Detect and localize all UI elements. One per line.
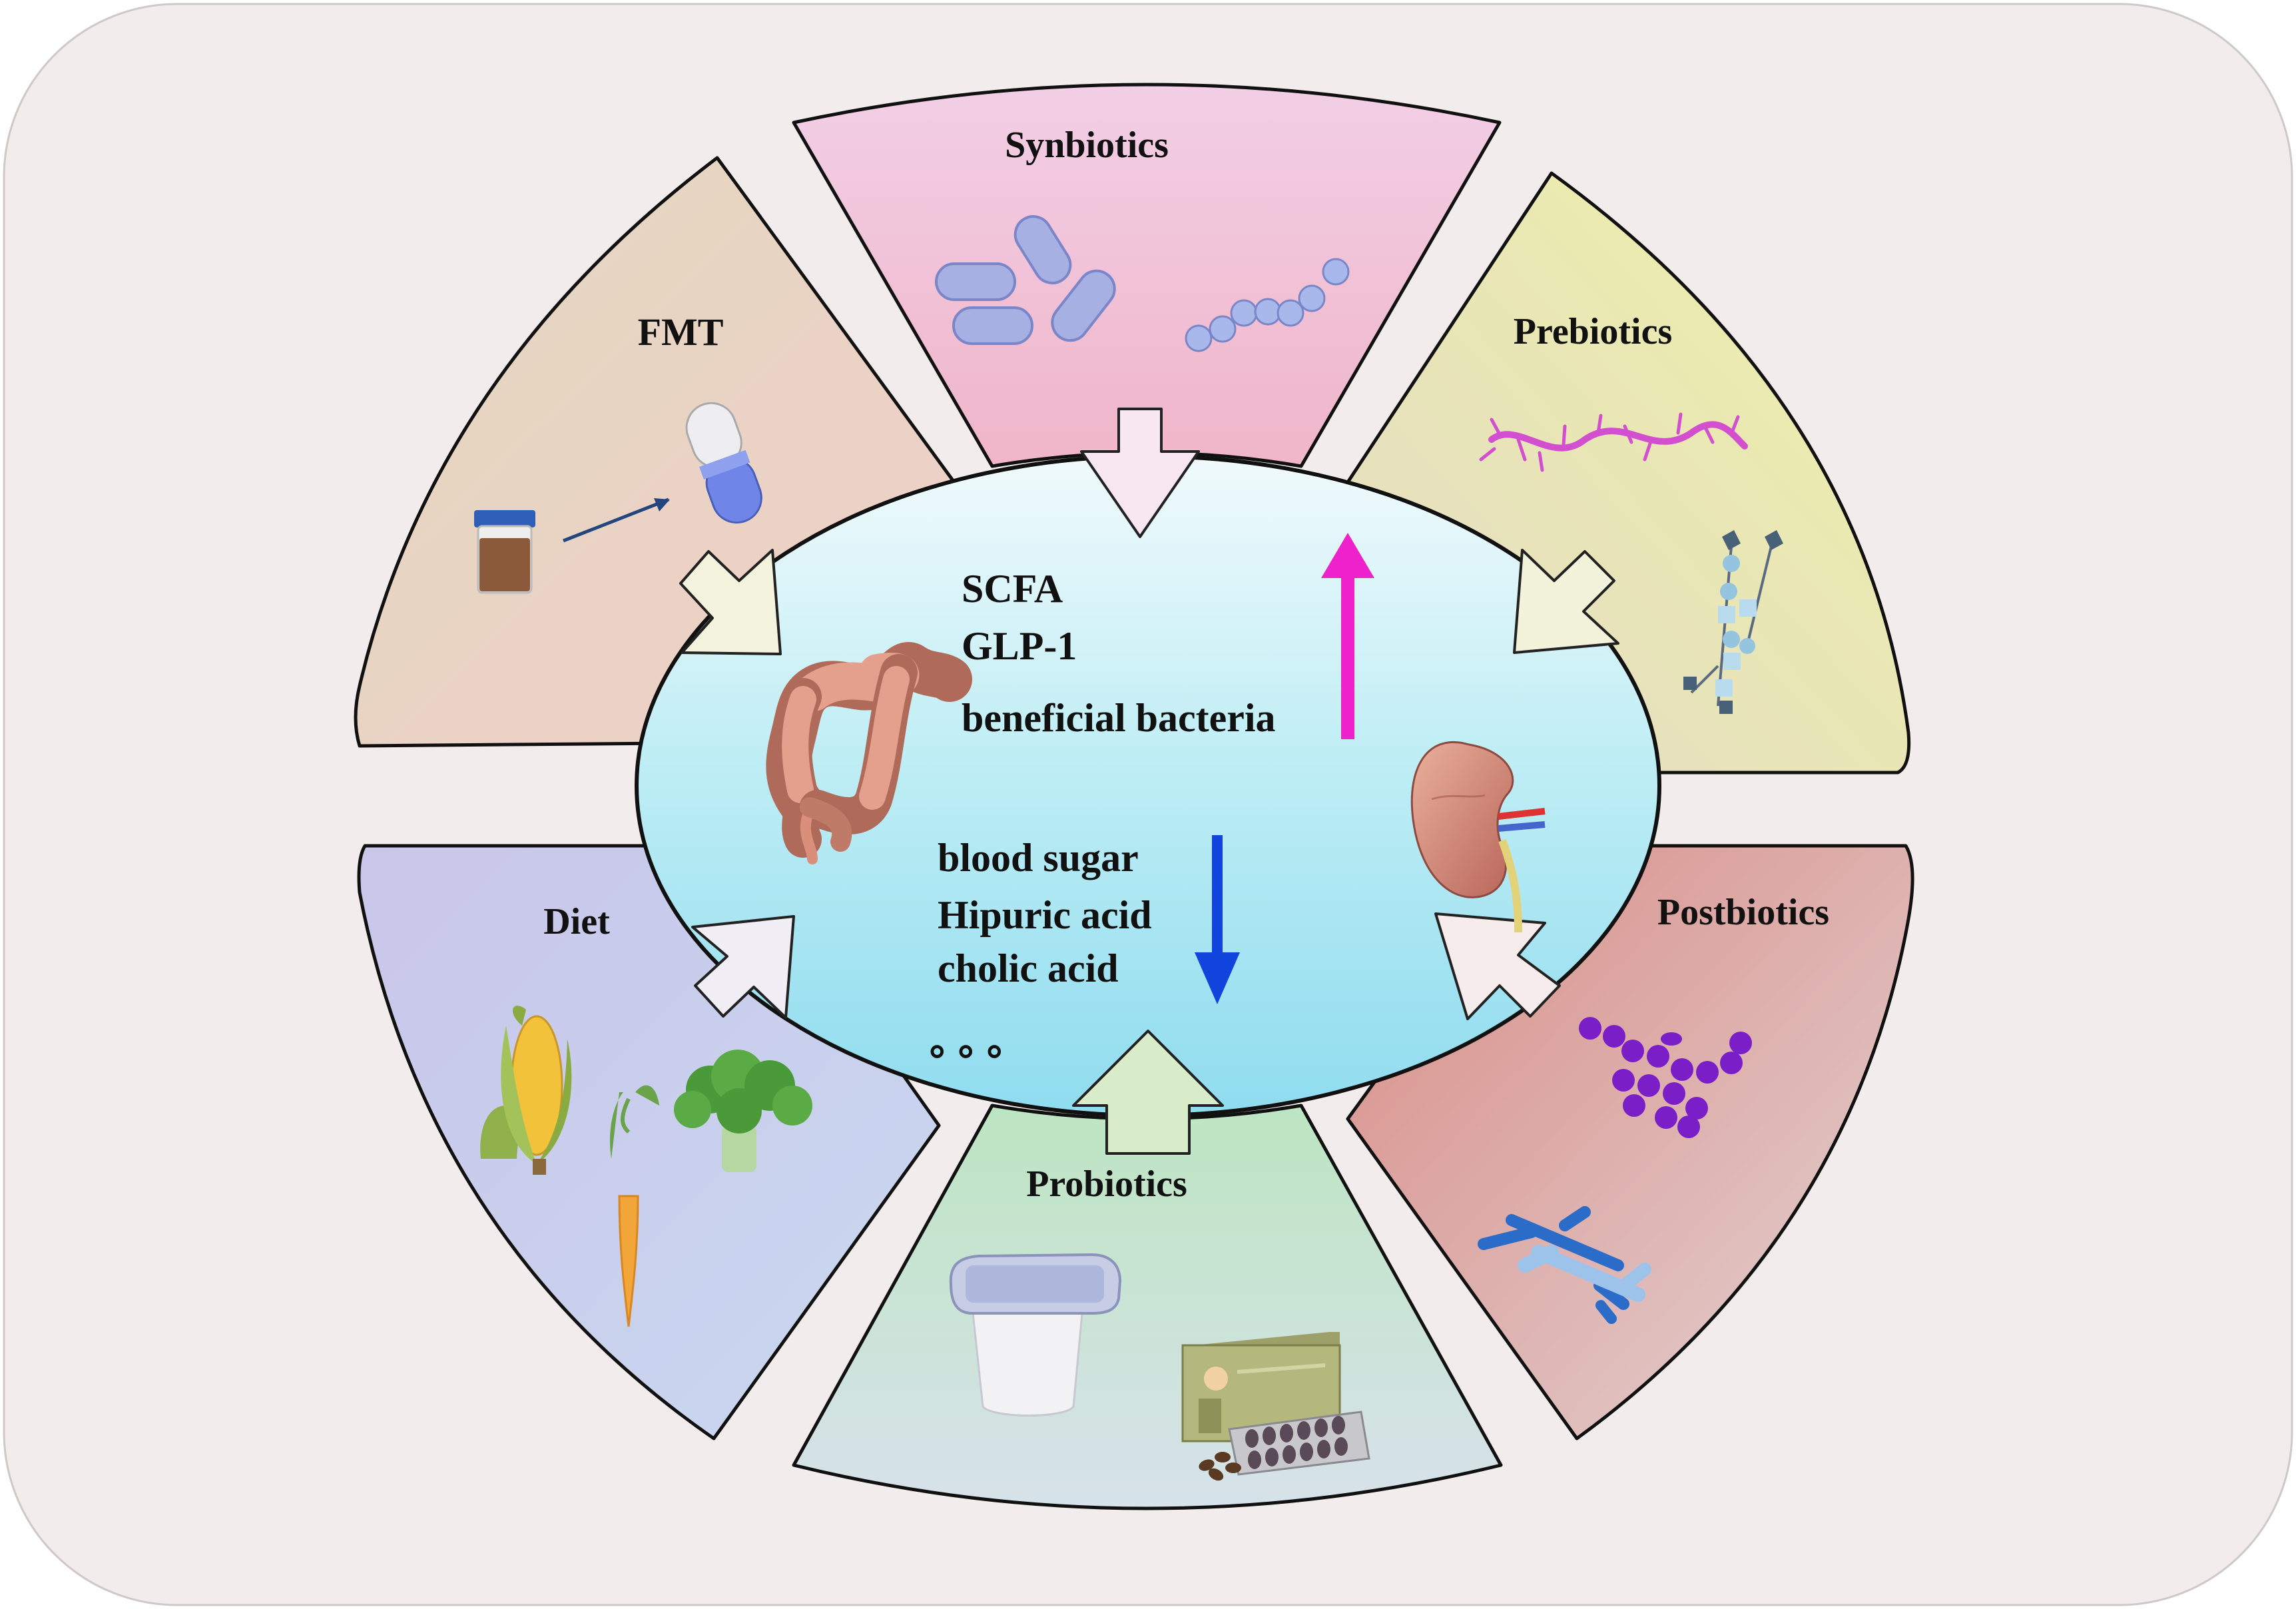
arrow-prebiotics-in (1513, 549, 1619, 654)
colon-icon (766, 642, 972, 864)
kidney-icon (1410, 741, 1546, 933)
ellipsis-mark: 。。。 (930, 1020, 1035, 1064)
label-diet: Diet (543, 901, 610, 942)
loose-pills-icon (1199, 1452, 1241, 1481)
stool-jar-icon (474, 510, 535, 594)
decreased-item: cholic acid (938, 946, 1119, 990)
supplement-box-icon (1181, 1332, 1341, 1443)
capsule-icon (685, 402, 762, 524)
yogurt-cup-icon (949, 1253, 1122, 1417)
decreased-item: blood sugar (938, 836, 1139, 880)
increased-item: SCFA (962, 567, 1063, 611)
glycan-tree-icon (1683, 530, 1783, 714)
postbiotic-particles-icon (1579, 1017, 1752, 1138)
decrease-arrow (1195, 835, 1240, 1004)
decreased-item: Hipuric acid (938, 893, 1152, 937)
increased-item: beneficial bacteria (962, 696, 1276, 740)
transfer-arrow-icon (563, 497, 670, 543)
label-prebiotics: Prebiotics (1514, 311, 1672, 352)
pill-blister-icon (1228, 1411, 1370, 1476)
arrow-postbiotics-in (1434, 912, 1561, 1020)
rod-bacteria-icon (935, 215, 1116, 345)
carrot-icon (610, 1085, 659, 1327)
increase-arrow (1321, 533, 1374, 739)
arrow-fmt-in (679, 549, 782, 655)
cocci-chain-icon (1185, 258, 1350, 352)
corn-icon (480, 1006, 572, 1175)
polysaccharide-chain-icon (1479, 412, 1748, 472)
increased-item: GLP-1 (962, 624, 1077, 668)
molecule-structure-icon (1478, 1206, 1651, 1324)
increased-list: SCFA GLP-1 beneficial bacteria (962, 567, 1276, 740)
arrow-synbiotics-in (1080, 408, 1200, 538)
arrow-diet-in (691, 915, 795, 1019)
label-synbiotics: Synbiotics (1005, 125, 1169, 166)
decreased-list: blood sugar Hipuric acid cholic acid (938, 836, 1152, 990)
broccoli-icon (674, 1050, 812, 1172)
arrow-probiotics-in (1072, 1030, 1224, 1155)
label-postbiotics: Postbiotics (1657, 892, 1829, 933)
label-fmt: FMT (638, 310, 724, 354)
label-probiotics: Probiotics (1026, 1163, 1187, 1205)
